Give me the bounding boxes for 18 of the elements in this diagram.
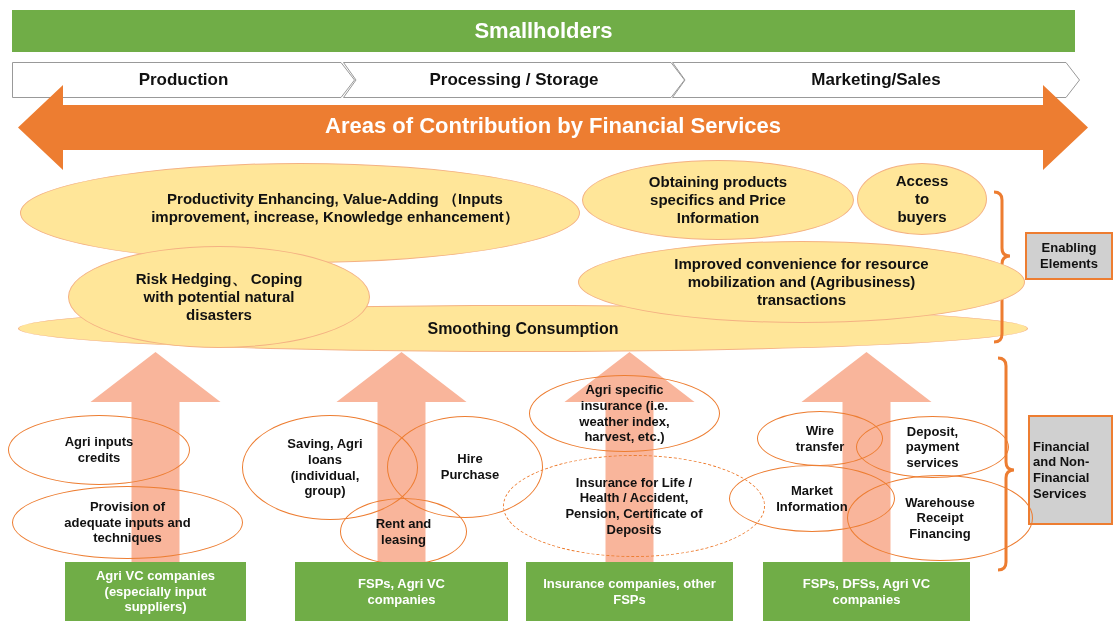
process-stage-box: Processing / Storage: [343, 62, 685, 98]
process-stage-box: Marketing/Sales: [672, 62, 1080, 98]
provider-box: Agri VC companies (especially input suppliers): [65, 562, 246, 621]
block-arrow: [564, 352, 695, 562]
category-label-box: Enabling Elements: [1025, 232, 1113, 280]
process-stage-box: Production: [12, 62, 355, 98]
block-arrow: [90, 352, 221, 562]
area-ellipse: Access to buyers: [857, 163, 987, 235]
block-arrow: [801, 352, 932, 562]
provider-box: FSPs, DFSs, Agri VC companies: [763, 562, 970, 621]
area-ellipse: Improved convenience for resource mobilization and (Agribusiness) transactions: [578, 241, 1025, 323]
provider-box: Insurance companies, other FSPs: [526, 562, 733, 621]
header-bar: Smallholders: [12, 10, 1075, 52]
area-ellipse: Obtaining products specifics and Price Information: [582, 160, 854, 240]
area-ellipse: Productivity Enhancing, Value-Adding （Inputs improvement, increase, Knowledge enhancement）: [20, 163, 580, 263]
block-arrow: [336, 352, 467, 562]
category-label-box: Financial and Non-Financial Services: [1028, 415, 1113, 525]
provider-box: FSPs, Agri VC companies: [295, 562, 508, 621]
